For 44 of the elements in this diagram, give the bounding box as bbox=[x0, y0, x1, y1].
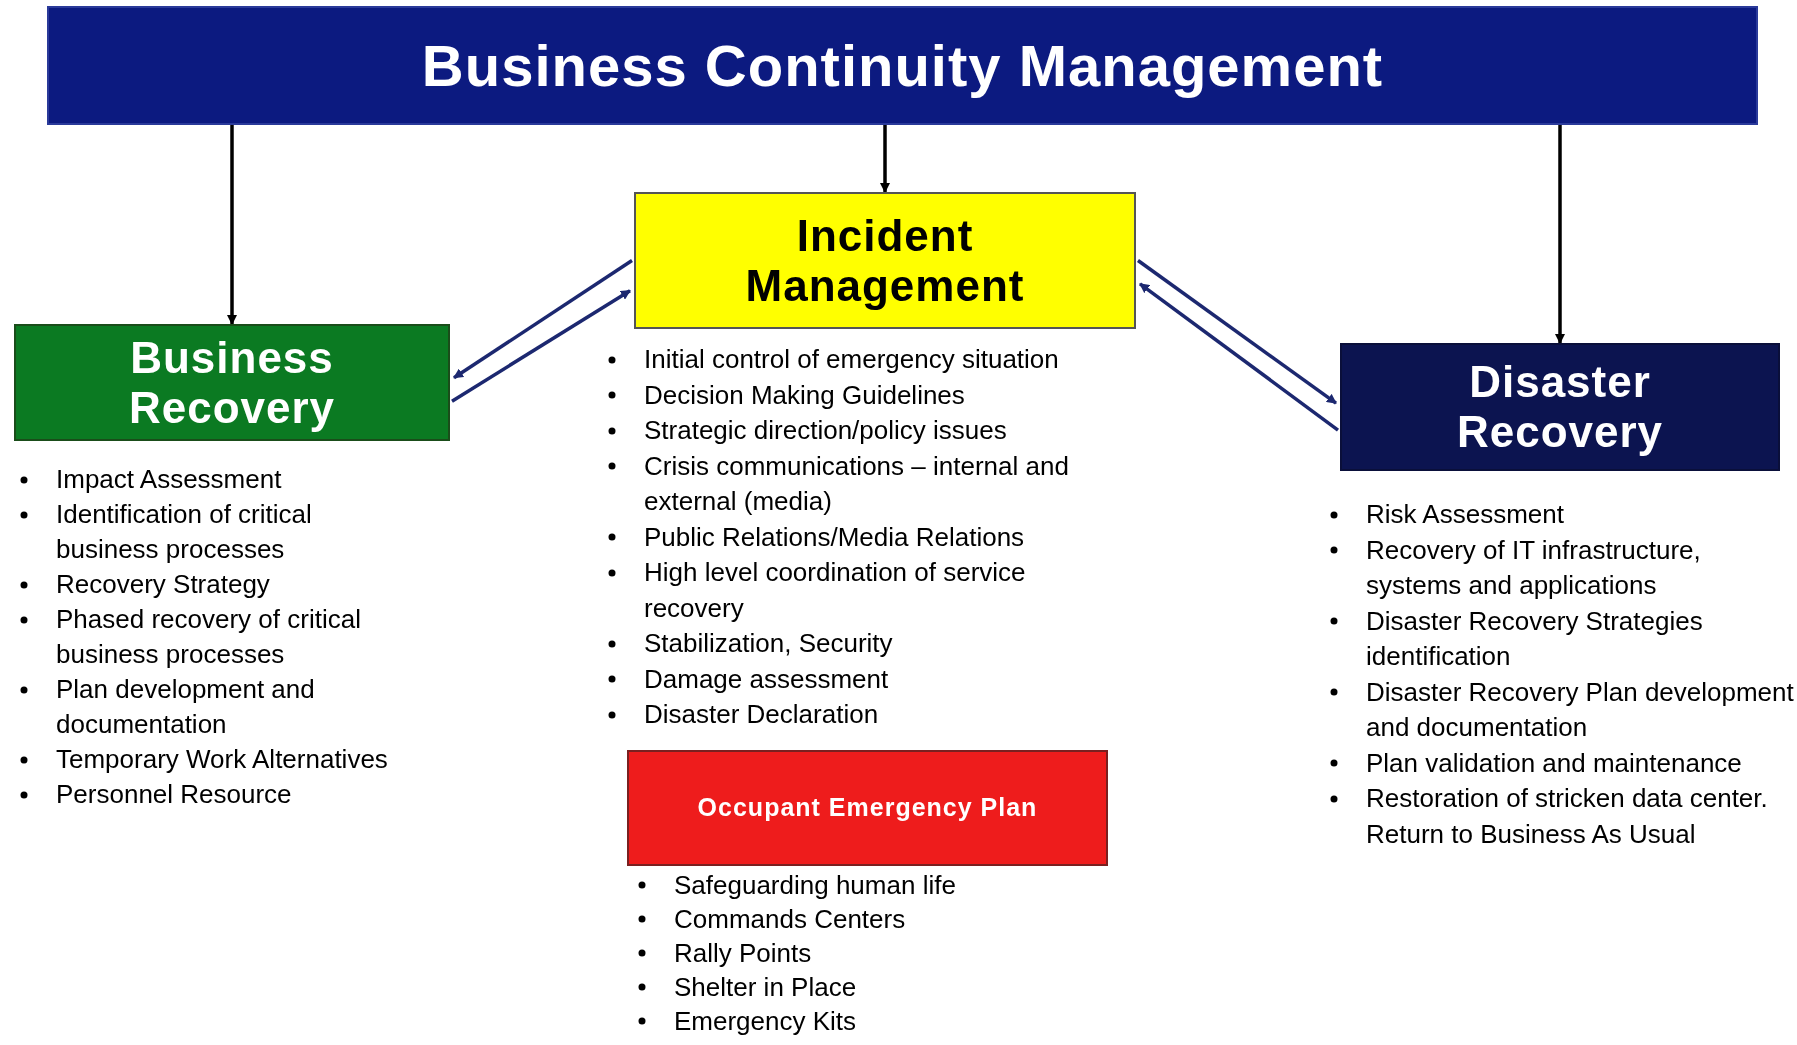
arrow bbox=[451, 289, 631, 403]
process-box bbox=[14, 324, 450, 441]
bullet-item: Disaster Recovery Strategies identification bbox=[1366, 605, 1703, 671]
bullet-item: Temporary Work Alternatives bbox=[56, 744, 388, 774]
bullet-item: Disaster Declaration bbox=[644, 699, 879, 729]
bullet-item: Recovery of IT infrastructure, systems and applications bbox=[1366, 534, 1701, 600]
bullet-item: Decision Making Guidelines bbox=[644, 379, 965, 410]
bullet-item: Recovery Strategy bbox=[56, 569, 270, 599]
process-box bbox=[1340, 343, 1780, 471]
box-title: Business Recovery bbox=[127, 332, 337, 433]
bullet-item: Initial control of emergency situation bbox=[644, 344, 1059, 374]
bullet-item: Public Relations/Media Relations bbox=[644, 521, 1025, 552]
bullet-item: Emergency Kits bbox=[674, 1006, 857, 1036]
bullet-item: Phased recovery of critical business processes bbox=[56, 604, 361, 669]
bullet-item: Impact Assessment bbox=[56, 464, 282, 494]
bullet-item: Commands Centers bbox=[674, 904, 906, 934]
arrow bbox=[880, 125, 890, 193]
bullet-item: Plan development and documentation bbox=[56, 674, 315, 739]
bullet-item: Crisis communications – internal and external (media) bbox=[644, 450, 1069, 516]
bullet-item: Shelter in Place bbox=[674, 972, 857, 1002]
bullet-item: Disaster Recovery Plan development and documentation bbox=[1366, 676, 1794, 742]
bullet-item: Damage assessment bbox=[644, 663, 889, 694]
bullet-item: Safeguarding human life bbox=[674, 870, 956, 900]
bullet-item: Risk Assessment bbox=[1366, 499, 1564, 529]
bullet-item: Stabilization, Security bbox=[644, 628, 893, 658]
box-title: Disaster Recovery bbox=[1455, 357, 1665, 457]
process-box bbox=[634, 192, 1136, 329]
box-title: Occupant Emergency Plan bbox=[696, 792, 1039, 824]
box-title: Business Continuity Management bbox=[420, 32, 1385, 100]
bullet-item: High level coordination of service recovery bbox=[644, 557, 1026, 623]
bullet-item: Identification of critical business processes bbox=[56, 499, 312, 564]
arrow bbox=[1555, 125, 1565, 344]
arrow bbox=[1138, 282, 1340, 432]
process-box bbox=[627, 750, 1108, 866]
title-banner bbox=[47, 6, 1758, 125]
bullet-item: Rally Points bbox=[674, 938, 812, 968]
arrow bbox=[227, 125, 237, 325]
arrow bbox=[1136, 259, 1338, 405]
bullet-item: Strategic direction/policy issues bbox=[644, 415, 1007, 445]
bullet-item: Personnel Resource bbox=[56, 779, 292, 809]
bullet-item: Plan validation and maintenance bbox=[1366, 747, 1742, 778]
bullet-item: Restoration of stricken data center. Return to Business As Usual bbox=[1366, 783, 1768, 849]
arrow bbox=[453, 259, 633, 380]
box-title: Incident Management bbox=[744, 210, 1026, 311]
